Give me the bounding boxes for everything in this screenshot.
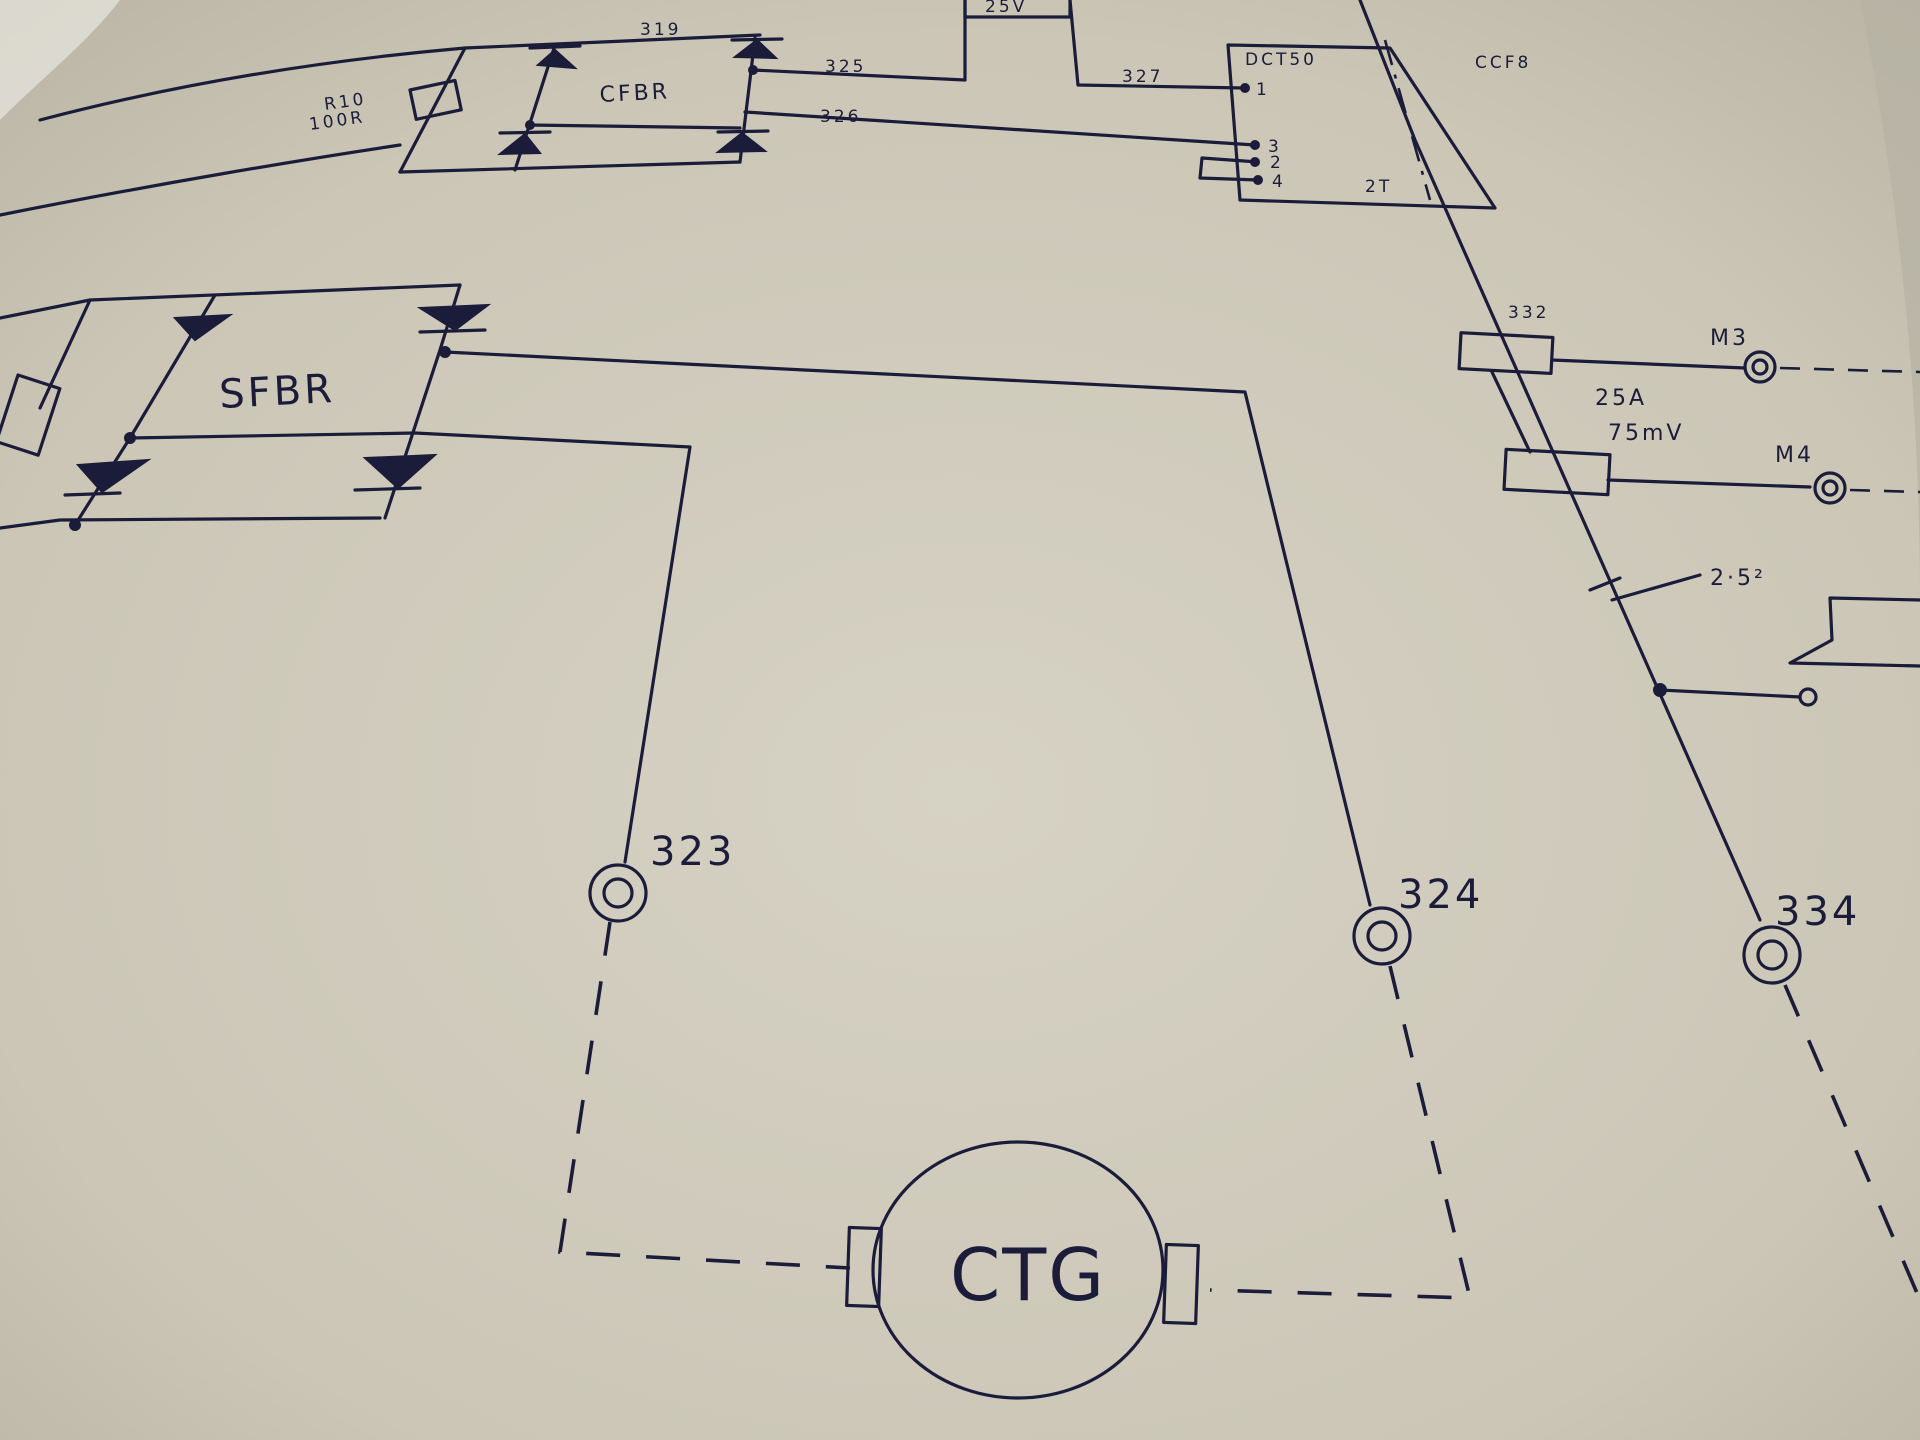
terminal-334	[1742, 925, 1802, 985]
generator-label: CTG	[950, 1233, 1106, 1317]
terminal-334-label: 334	[1775, 889, 1860, 935]
shunt-voltage: 75mV	[1608, 421, 1684, 446]
wire-label-327: 327	[1122, 67, 1163, 87]
shunt	[1457, 331, 1920, 505]
terminal-m4	[1813, 471, 1847, 505]
ccf8-label: CCF8	[1475, 53, 1531, 73]
terminal-323	[588, 863, 648, 923]
diode-cfbr-top-right	[732, 38, 779, 60]
cable-size-label: 2·5²	[1710, 566, 1766, 591]
wire-label-319: 319	[640, 20, 681, 40]
pin-1: 1	[1256, 80, 1270, 100]
diode-sfbr-bottom-left	[75, 458, 152, 494]
cfbr-bridge	[0, 0, 1257, 217]
wire-label-332: 332	[1508, 303, 1549, 323]
supply-25v-label: 25V	[985, 0, 1027, 17]
supply-25v-box	[963, 0, 1072, 19]
shunt-current: 25A	[1595, 386, 1647, 411]
dct50-label: DCT50	[1245, 50, 1317, 70]
ctg-generator	[845, 1140, 1200, 1400]
relay-2t-label: 2T	[1365, 177, 1392, 197]
diode-sfbr-top-left	[172, 313, 234, 342]
pin-3: 3	[1268, 137, 1282, 157]
dashed-link-323	[557, 921, 851, 1270]
pin-2: 2	[1270, 153, 1284, 173]
terminal-323-label: 323	[650, 829, 735, 875]
terminal-324	[1352, 906, 1412, 966]
brush-right	[1162, 1242, 1200, 1326]
sfbr-label: SFBR	[218, 366, 336, 418]
right-edge-shadow	[1860, 0, 1920, 600]
page-curl-shadow	[0, 0, 120, 120]
m3-label: M3	[1710, 326, 1749, 351]
pin-4: 4	[1272, 172, 1286, 192]
terminal-m3	[1743, 350, 1777, 384]
sfbr-bridge	[0, 283, 1372, 907]
wire-label-326: 326	[820, 107, 861, 127]
wire-label-325: 325	[825, 57, 866, 77]
sfbr-resistor	[0, 373, 62, 457]
m4-label: M4	[1775, 443, 1814, 468]
cfbr-label: CFBR	[599, 79, 671, 108]
diode-cfbr-top-left	[535, 48, 578, 70]
diode-cfbr-bottom-left	[497, 132, 543, 156]
terminal-324-label: 324	[1398, 872, 1483, 918]
open-terminal	[1798, 687, 1818, 707]
r10-resistor	[408, 78, 463, 121]
brush-left	[845, 1225, 883, 1309]
dct50-block	[1198, 39, 1497, 210]
diode-cfbr-bottom-right	[715, 131, 768, 154]
